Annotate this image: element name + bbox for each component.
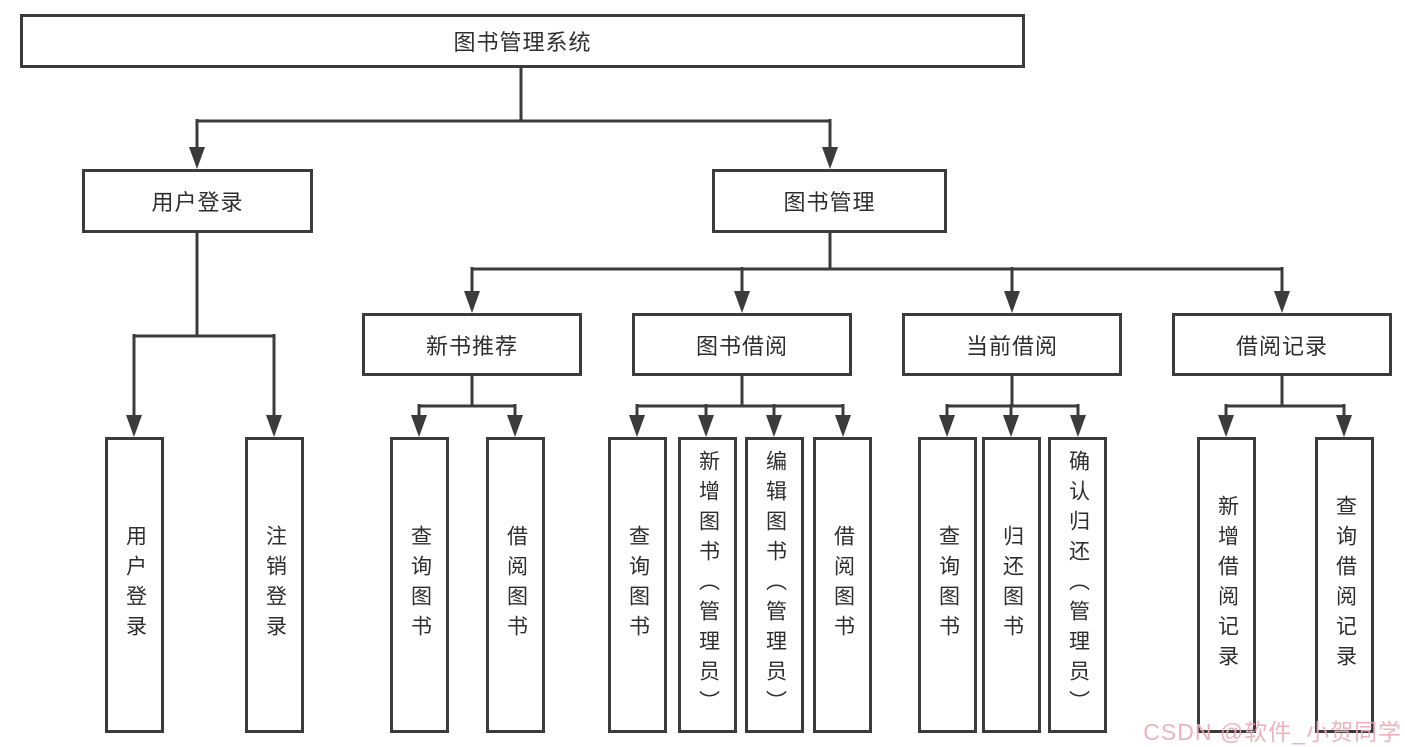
leaf-recommend-query-book-label: 查询图书: [408, 525, 432, 645]
connector-book-management-to-level3: [470, 233, 1284, 296]
node-current-borrow: 当前借阅: [902, 313, 1122, 376]
node-current-borrow-label: 当前借阅: [965, 333, 1058, 359]
connector-book-borrow-to-leaves: [635, 376, 845, 420]
leaf-borrow-add-book-admin-label: 新增图书（管理员）: [696, 450, 720, 720]
leaf-current-return-book: 归还图书: [982, 437, 1041, 733]
leaf-logout-label: 注销登录: [263, 525, 287, 645]
node-book-management: 图书管理: [712, 169, 947, 233]
connector-borrow-records-to-leaves: [1224, 376, 1346, 420]
leaf-records-add-record: 新增借阅记录: [1197, 437, 1256, 733]
leaf-records-query-record: 查询借阅记录: [1315, 437, 1374, 733]
node-user-login-label: 用户登录: [151, 190, 244, 215]
leaf-records-add-record-label: 新增借阅记录: [1215, 495, 1239, 675]
leaf-logout: 注销登录: [245, 437, 304, 733]
connector-current-borrow-to-leaves: [945, 376, 1080, 420]
leaf-borrow-add-book-admin: 新增图书（管理员）: [678, 437, 737, 733]
leaf-current-query-book: 查询图书: [918, 437, 977, 733]
leaf-current-return-book-label: 归还图书: [1000, 525, 1024, 645]
node-book-management-label: 图书管理: [783, 190, 876, 215]
node-new-book-recommend: 新书推荐: [362, 313, 582, 376]
connector-root-to-level2: [195, 68, 832, 152]
node-root: 图书管理系统: [20, 14, 1025, 68]
leaf-borrow-borrow-book-label: 借阅图书: [831, 525, 855, 645]
connector-new-book-recommend-to-leaves: [417, 376, 517, 420]
leaf-recommend-query-book: 查询图书: [390, 437, 449, 733]
node-borrow-records-label: 借阅记录: [1235, 333, 1328, 359]
node-root-label: 图书管理系统: [453, 30, 592, 55]
node-user-login: 用户登录: [82, 169, 313, 233]
leaf-borrow-query-book: 查询图书: [608, 437, 667, 733]
leaf-records-query-record-label: 查询借阅记录: [1333, 495, 1357, 675]
node-book-borrow: 图书借阅: [632, 313, 852, 376]
leaf-borrow-edit-book-admin: 编辑图书（管理员）: [745, 437, 804, 733]
node-borrow-records: 借阅记录: [1172, 313, 1392, 376]
csdn-watermark: CSDN @软件_小贺同学: [1143, 719, 1402, 745]
leaf-current-confirm-return-admin-label: 确认归还（管理员）: [1066, 450, 1090, 720]
leaf-recommend-borrow-book-label: 借阅图书: [504, 525, 528, 645]
connector-user-login-to-leaves: [132, 233, 276, 420]
node-book-borrow-label: 图书借阅: [695, 333, 788, 359]
leaf-recommend-borrow-book: 借阅图书: [486, 437, 545, 733]
leaf-user-login-label: 用户登录: [123, 525, 147, 645]
leaf-current-query-book-label: 查询图书: [936, 525, 960, 645]
leaf-borrow-borrow-book: 借阅图书: [813, 437, 872, 733]
node-new-book-recommend-label: 新书推荐: [425, 333, 518, 359]
leaf-current-confirm-return-admin: 确认归还（管理员）: [1048, 437, 1107, 733]
leaf-user-login: 用户登录: [105, 437, 164, 733]
leaf-borrow-edit-book-admin-label: 编辑图书（管理员）: [763, 450, 787, 720]
leaf-borrow-query-book-label: 查询图书: [626, 525, 650, 645]
